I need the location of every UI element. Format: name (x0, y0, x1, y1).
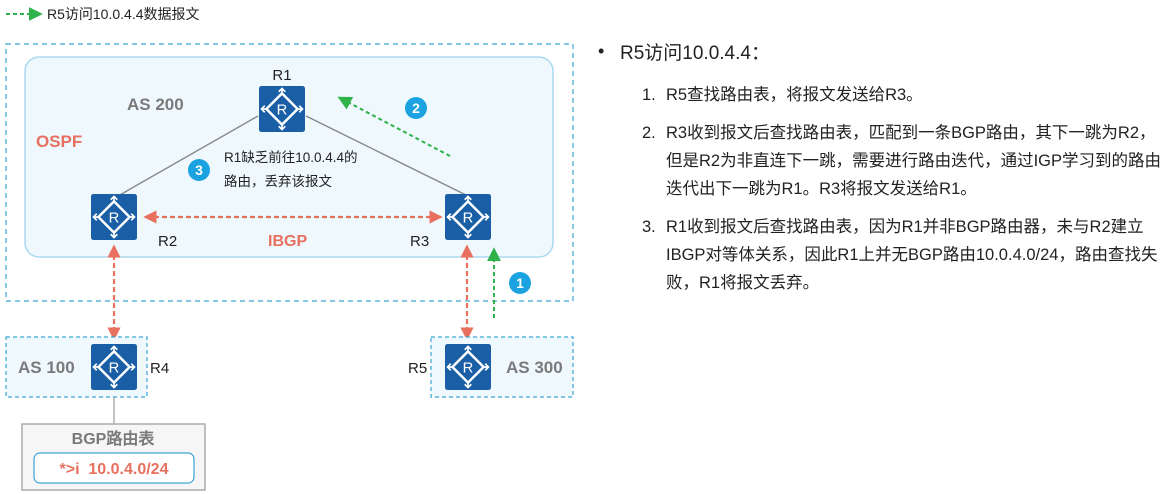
router-r3-label: R3 (410, 233, 429, 250)
router-r2-icon[interactable] (89, 194, 139, 240)
bgp-table-entry-box (33, 452, 195, 484)
as100-label: AS 100 (18, 358, 75, 377)
step-badge-2-text: 2 (412, 100, 420, 116)
bullet-icon: • (598, 41, 605, 61)
step-badge-1 (509, 272, 531, 294)
step-number: 3. (642, 218, 656, 236)
step-item: 3. R1收到报文后查找路由表，因为R1并非BGP路由器，未与R2建立IBGP对… (642, 213, 1163, 297)
router-r1-label: R1 (272, 67, 291, 84)
step-badge-2 (405, 97, 427, 119)
step-badge-1-text: 1 (516, 275, 524, 291)
step-number: 2. (642, 124, 656, 142)
panel-heading-row: • R5访问10.0.4.4： (598, 38, 1163, 65)
link-r1-r2 (117, 115, 259, 197)
as300-label: AS 300 (506, 358, 563, 377)
router-r1-icon[interactable] (257, 86, 307, 132)
ibgp-label: IBGP (268, 233, 307, 250)
steps-list: 1. R5查找路由表，将报文发送给R3。 2. R3收到报文后查找路由表，匹配到… (598, 81, 1163, 297)
ospf-label: OSPF (36, 132, 82, 151)
step-text: R1收到报文后查找路由表，因为R1并非BGP路由器，未与R2建立IBGP对等体关… (666, 218, 1158, 292)
panel-heading: R5访问10.0.4.4： (620, 43, 770, 64)
link-r1-r3 (305, 115, 469, 197)
r1-note-line1: R1缺乏前往10.0.4.4的 (224, 149, 358, 165)
r1-note-line2: 路由，丢弃该报文 (224, 174, 332, 189)
step-text: R5查找路由表，将报文发送给R3。 (666, 86, 923, 104)
router-r3-icon[interactable] (443, 194, 493, 240)
bgp-table-entry: *>i 10.0.4.0/24 (60, 461, 169, 478)
step-item: 1. R5查找路由表，将报文发送给R3。 (642, 81, 1163, 109)
step-item: 2. R3收到报文后查找路由表，匹配到一条BGP路由，其下一跳为R2，但是R2为… (642, 119, 1163, 203)
topology-diagram: R R5访问10.0.4.4数据报文 AS 200 OSPF IBGP R1 R… (5, 6, 574, 491)
bgp-table-title: BGP路由表 (72, 429, 156, 448)
step-text: R3收到报文后查找路由表，匹配到一条BGP路由，其下一跳为R2，但是R2为非直连… (666, 124, 1162, 198)
router-r5-icon[interactable] (443, 344, 493, 390)
step-number: 1. (642, 86, 656, 104)
router-r4-icon[interactable] (89, 344, 139, 390)
legend-text: R5访问10.0.4.4数据报文 (47, 6, 200, 22)
router-r2-label: R2 (158, 233, 177, 250)
as200-label: AS 200 (127, 95, 184, 114)
as200-outer-box (5, 43, 574, 302)
router-r4-label: R4 (150, 360, 169, 377)
step-badge-3-text: 3 (195, 162, 203, 178)
step-badge-3 (188, 159, 210, 181)
router-r5-label: R5 (408, 360, 427, 377)
explanation-panel: • R5访问10.0.4.4： 1. R5查找路由表，将报文发送给R3。 2. … (598, 38, 1163, 307)
